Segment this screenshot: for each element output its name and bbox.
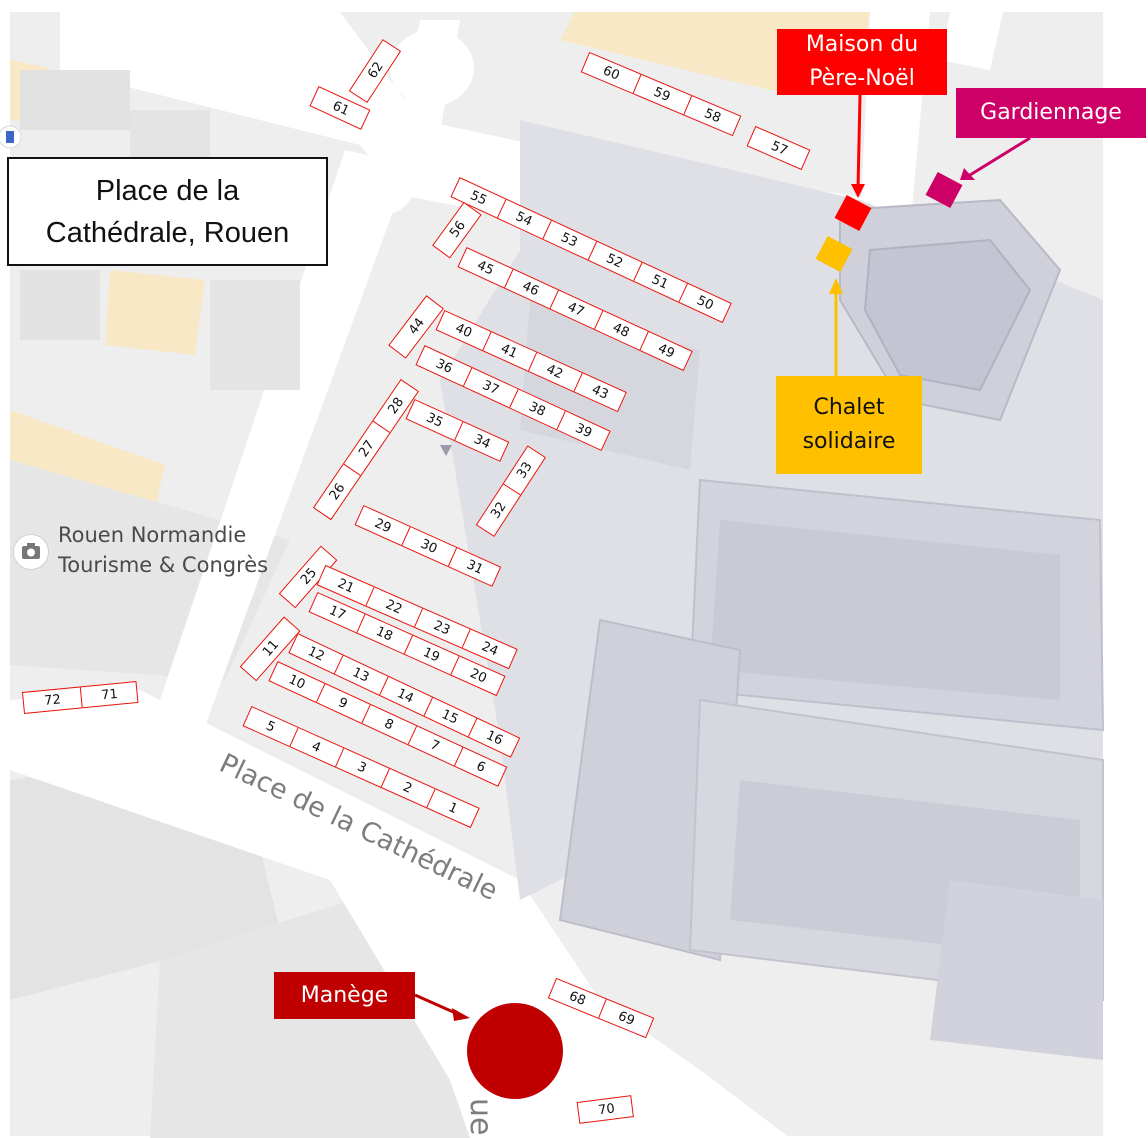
camera-icon xyxy=(13,534,49,570)
poi-line-2: Tourisme & Congrès xyxy=(58,553,269,577)
gardiennage-marker xyxy=(925,171,963,209)
legend-gardiennage-label: Gardiennage xyxy=(980,100,1122,125)
legend-manege: Manège xyxy=(274,972,415,1019)
legend-gardiennage: Gardiennage xyxy=(956,88,1146,138)
chalet-marker xyxy=(815,235,853,273)
title-line-1: Place de la xyxy=(95,174,240,207)
legend-pere-noel: Maison du Père-Noël xyxy=(777,29,947,95)
manege-marker xyxy=(467,1003,563,1099)
legend-chalet-line-1: Chalet xyxy=(813,395,885,420)
legend-manege-label: Manège xyxy=(300,982,389,1008)
building-block xyxy=(105,270,205,355)
street-label-fragment: ue xyxy=(463,1098,498,1136)
poi-line-1: Rouen Normandie xyxy=(58,523,247,547)
pere-noel-marker xyxy=(834,194,872,232)
stall-number: 71 xyxy=(100,686,119,703)
legend-chalet-solidaire: Chalet solidaire xyxy=(776,376,922,474)
poi-tourism-office: Rouen Normandie Tourisme & Congrès xyxy=(58,520,268,580)
legend-pere-noel-line-2: Père-Noël xyxy=(809,66,915,91)
title-line-2: Cathédrale, Rouen xyxy=(45,216,290,249)
legend-pere-noel-line-1: Maison du xyxy=(805,32,919,57)
map-title: Place de la Cathédrale, Rouen xyxy=(7,157,328,266)
stall-number: 72 xyxy=(43,691,62,709)
legend-chalet-line-2: solidaire xyxy=(802,429,896,454)
